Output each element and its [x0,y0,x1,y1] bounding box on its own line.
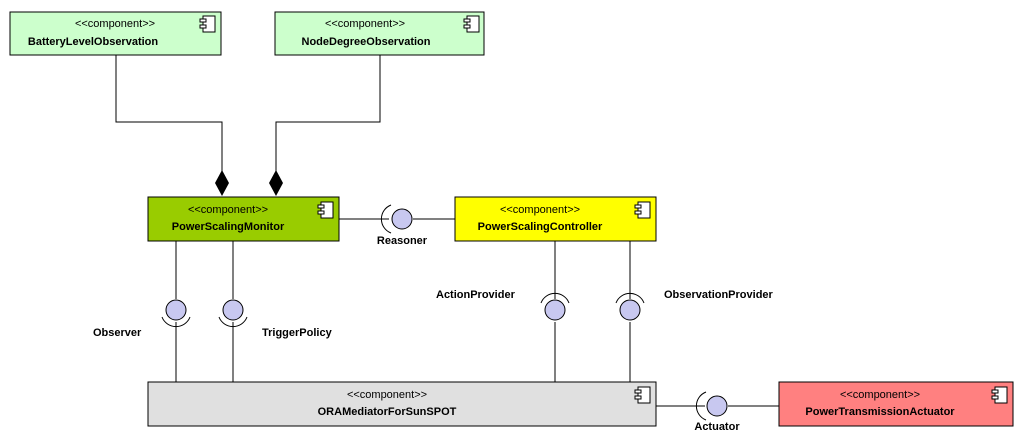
composition-line-nodedegree [275,55,381,172]
stereotype-label: <<component>> [188,204,268,216]
ball-icon [706,395,728,417]
socket-icon [695,391,707,421]
interface-label-trigger-policy: TriggerPolicy [262,327,333,339]
ball-icon [544,299,566,321]
socket-icon [380,204,392,234]
component-icon [199,15,216,33]
socket-icon [615,292,645,304]
component-name: PowerTransmissionActuator [805,406,955,418]
component-name: PowerScalingMonitor [172,221,285,233]
socket-icon [161,316,191,328]
interface-label-action-provider: ActionProvider [436,289,516,301]
interface-action-provider[interactable] [540,292,570,321]
component-name: ORAMediatorForSunSPOT [318,406,457,418]
ball-icon [619,299,641,321]
component-power-scaling-controller[interactable]: <<component>> PowerScalingController [454,196,657,242]
composition-line-battery [115,55,223,172]
component-name: BatteryLevelObservation [28,36,158,48]
ball-icon [165,299,187,321]
component-icon [991,386,1008,404]
interface-observer[interactable] [161,299,191,328]
component-name: PowerScalingController [478,221,603,233]
interface-label-observation-provider: ObservationProvider [664,289,774,301]
component-icon [634,201,651,219]
component-icon [317,201,334,219]
ball-icon [222,299,244,321]
component-icon [634,386,651,404]
component-ora-mediator[interactable]: <<component>> ORAMediatorForSunSPOT [147,381,657,427]
component-box [274,11,485,56]
interface-reasoner[interactable] [380,204,413,234]
interface-actuator[interactable] [695,391,728,421]
component-box [9,11,222,56]
interface-trigger-policy[interactable] [218,299,248,328]
component-name: NodeDegreeObservation [302,36,431,48]
socket-icon [218,316,248,328]
component-power-transmission-actuator[interactable]: <<component>> PowerTransmissionActuator [778,381,1014,427]
component-box [147,196,340,242]
stereotype-label: <<component>> [325,18,405,30]
component-power-scaling-monitor[interactable]: <<component>> PowerScalingMonitor [147,196,340,242]
interface-label-actuator: Actuator [694,421,740,433]
stereotype-label: <<component>> [347,389,427,401]
interface-label-reasoner: Reasoner [377,235,428,247]
socket-icon [540,292,570,304]
stereotype-label: <<component>> [840,389,920,401]
composition-diamond-icon [215,170,229,196]
component-box [778,381,1014,427]
component-node-degree-observation[interactable]: <<component>> NodeDegreeObservation [274,11,485,56]
component-battery-level-observation[interactable]: <<component>> BatteryLevelObservation [9,11,222,56]
stereotype-label: <<component>> [75,18,155,30]
interface-observation-provider[interactable] [615,292,645,321]
composition-diamond-icon [269,170,283,196]
component-box [454,196,657,242]
component-box [147,381,657,427]
interface-label-observer: Observer [93,327,142,339]
stereotype-label: <<component>> [500,204,580,216]
ball-icon [391,208,413,230]
component-icon [463,15,480,33]
